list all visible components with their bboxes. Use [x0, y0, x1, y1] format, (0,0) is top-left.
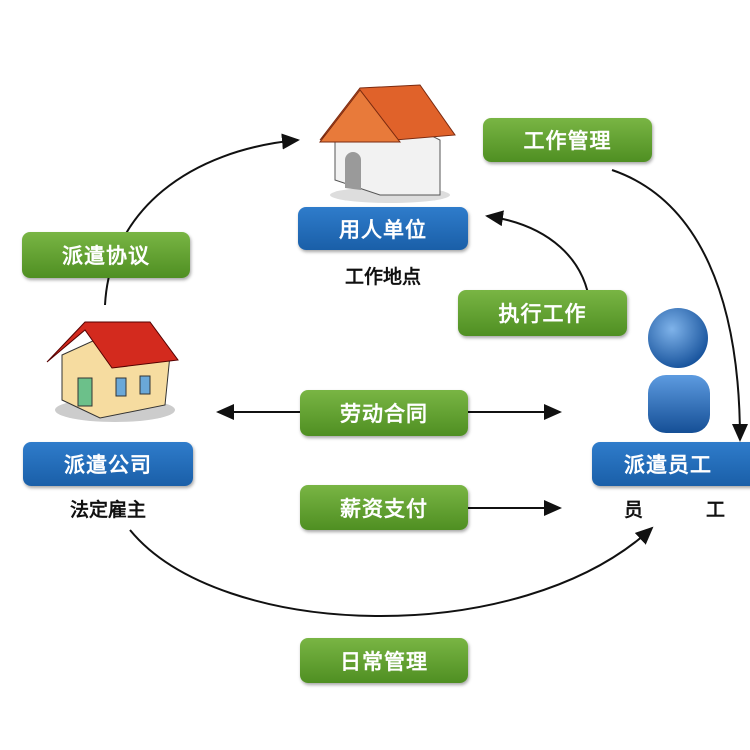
node-dispatch-employee: 派遣员工 [592, 442, 750, 486]
label-labor-contract: 劳动合同 [300, 390, 468, 436]
user-unit-subtitle: 工作地点 [344, 266, 421, 288]
label-execute-work: 执行工作 [458, 290, 627, 336]
node-user-unit: 用人单位 [298, 207, 468, 250]
dispatch-company-subtitle: 法定雇主 [69, 499, 146, 521]
person-icon [648, 308, 710, 433]
label-dispatch-agreement: 派遣协议 [22, 232, 190, 278]
dispatch-employee-sub-left: 员 [624, 499, 644, 521]
label-work-management: 工作管理 [483, 118, 652, 162]
arrow-execute-work [485, 210, 591, 306]
label-salary-payment: 薪资支付 [300, 485, 468, 530]
label-daily-management: 日常管理 [300, 638, 468, 683]
arrow-dispatch-agreement [104, 133, 300, 306]
arrow-work-management [611, 169, 748, 442]
house-icon-user-unit [318, 84, 456, 203]
house-icon-dispatch-company [46, 321, 179, 422]
dispatch-employee-sub-right: 工 [706, 499, 726, 521]
arrow-daily-management [129, 526, 654, 617]
node-dispatch-company: 派遣公司 [23, 442, 193, 486]
